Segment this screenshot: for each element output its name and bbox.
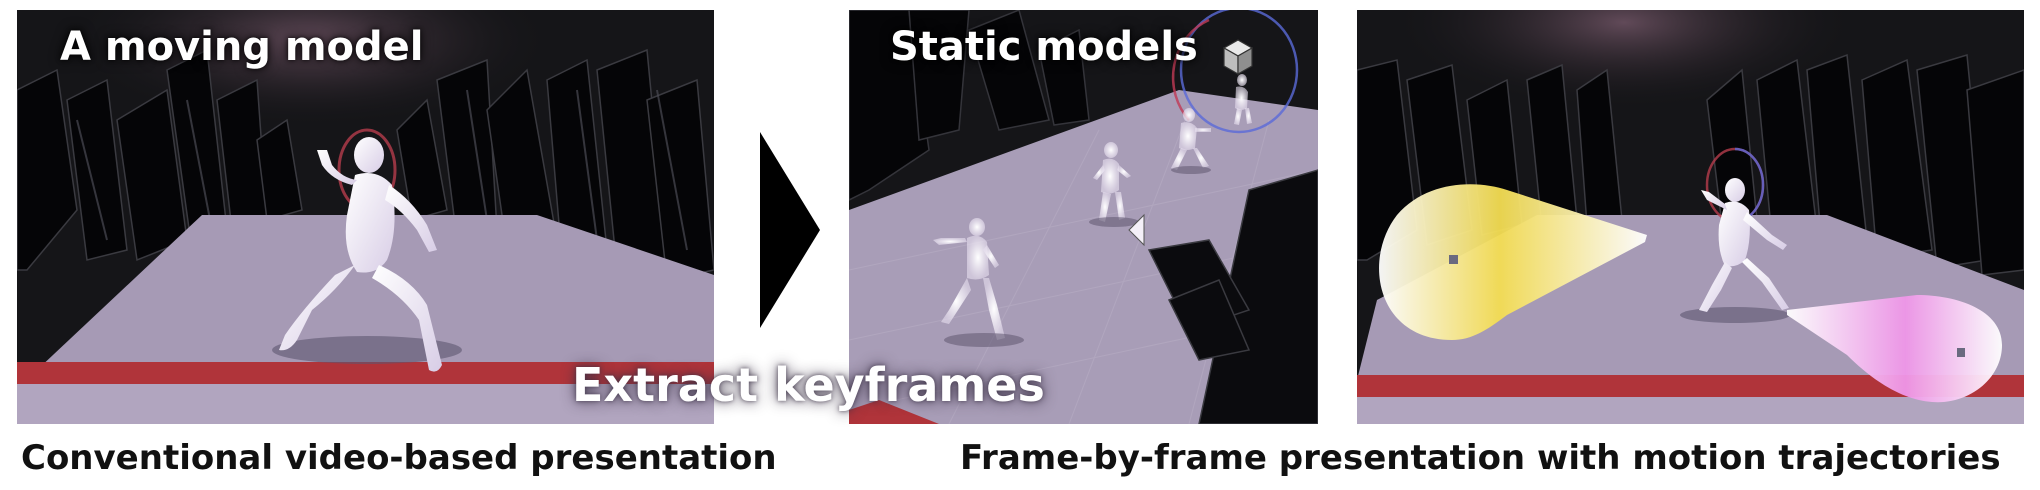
trajectory-panel [1357, 10, 2024, 424]
moving-model-label: A moving model [60, 24, 424, 70]
extract-keyframes-label: Extract keyframes [572, 358, 1045, 412]
static-models-scene [849, 10, 1318, 424]
caption-conventional: Conventional video-based presentation [21, 438, 777, 478]
moving-model-scene [17, 10, 714, 424]
static-models-label: Static models [890, 24, 1198, 70]
arrow-right-icon [760, 132, 820, 328]
static-models-panel [849, 10, 1318, 424]
moving-model-panel [17, 10, 714, 424]
cube-icon [1222, 39, 1254, 76]
trajectory-scene [1357, 10, 2024, 424]
caption-frame-by-frame: Frame-by-frame presentation with motion … [960, 438, 2001, 478]
